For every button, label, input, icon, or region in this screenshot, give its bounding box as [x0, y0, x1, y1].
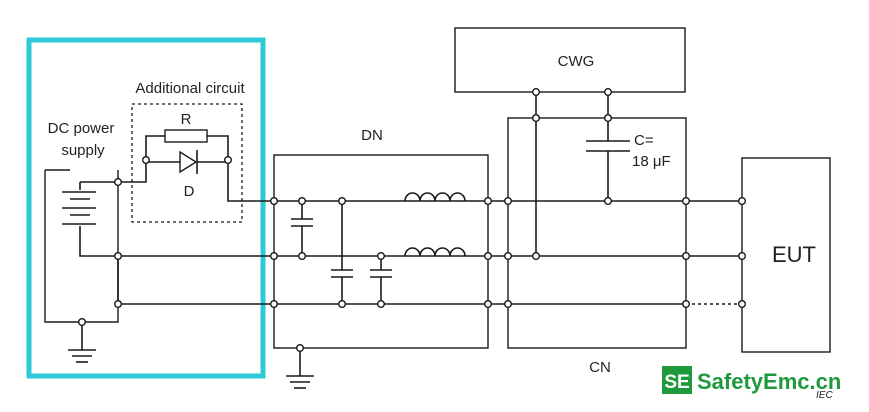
dc-power-label: DC power	[48, 120, 115, 137]
diode-icon	[179, 150, 198, 174]
ground-icon	[68, 349, 96, 363]
watermark-logo: SE SafetyEmc.cn	[662, 366, 841, 394]
cwg-label: CWG	[558, 53, 595, 70]
additional-in-wire	[118, 160, 147, 183]
eut-label: EUT	[772, 242, 816, 267]
capacitor-value-label-1: C=	[634, 132, 654, 149]
additional-circuit-box	[131, 103, 243, 223]
supply-minus-wire	[79, 240, 118, 257]
watermark-text: SafetyEmc.cn	[697, 369, 841, 394]
cn-label: CN	[589, 359, 611, 376]
dn-capacitor-1-icon	[291, 201, 313, 256]
dn-ground-icon	[286, 375, 314, 389]
cwg-box	[454, 27, 686, 93]
resistor-icon	[164, 129, 208, 143]
additional-out-wire	[227, 160, 274, 202]
battery-icon	[62, 182, 96, 240]
diode-label: D	[184, 183, 195, 200]
dn-box	[273, 154, 489, 349]
watermark-badge-text: SE	[664, 372, 689, 393]
resistor-label: R	[181, 111, 192, 128]
iec-label: IEC	[816, 390, 833, 401]
capacitor-value-label-2: 18 μF	[632, 153, 671, 170]
dn-label: DN	[361, 127, 383, 144]
cn-box	[507, 117, 687, 349]
additional-circuit-label: Additional circuit	[135, 80, 245, 97]
dn-capacitor-3-icon	[370, 256, 392, 304]
resistor-left-wire	[145, 135, 165, 160]
watermark-badge	[662, 366, 692, 394]
dn-capacitor-2-icon	[331, 201, 353, 304]
resistor-right-wire	[207, 135, 229, 160]
junction-nodes	[77, 87, 747, 353]
highlight-frame	[26, 37, 266, 379]
dc-supply-label: supply	[61, 142, 105, 159]
dn-inductor-1-icon	[404, 192, 466, 202]
cn-capacitor-icon	[586, 140, 630, 201]
dn-inductor-2-icon	[404, 247, 466, 257]
